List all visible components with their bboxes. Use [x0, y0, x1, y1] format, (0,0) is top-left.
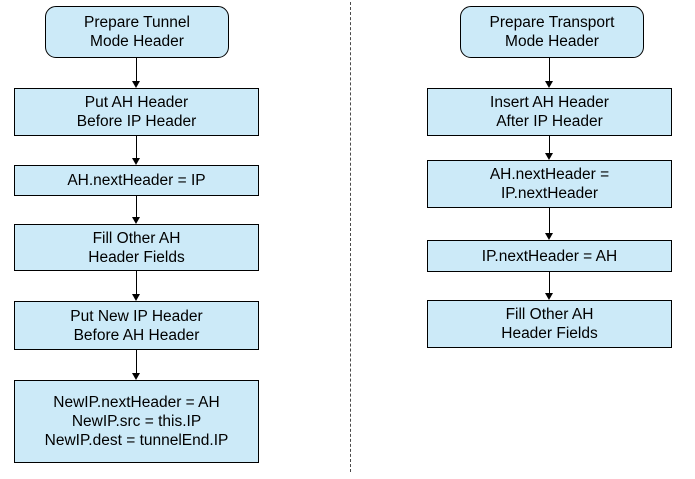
node-text-line: Put New IP Header: [70, 307, 203, 325]
set-new-ip-fields[interactable]: NewIP.nextHeader = AH NewIP.src = this.IP…: [14, 380, 259, 463]
fill-other-ah-header-fields[interactable]: Fill Other AH Header Fields: [427, 300, 672, 348]
arrow-tunnel-step-2-to-step-3-arrowhead: [132, 217, 141, 224]
node-text-line: IP.nextHeader: [500, 185, 599, 202]
node-text-line: Before AH Header: [73, 326, 200, 344]
node-text-line: Put AH Header: [84, 94, 189, 111]
node-text-line: Insert AH Header: [490, 94, 609, 111]
arrow-transport-start-to-step-1: [549, 58, 550, 82]
arrow-tunnel-step-1-to-step-2: [136, 136, 137, 159]
ip-nextheader-equals-ah[interactable]: IP.nextHeader = AH: [427, 240, 672, 272]
node-text-line: AH.nextHeader =: [489, 166, 610, 183]
ah-nextheader-equals-ip-nextheader[interactable]: AH.nextHeader = IP.nextHeader: [427, 160, 672, 208]
arrow-transport-step-3-to-step-4: [549, 272, 550, 294]
arrow-tunnel-step-4-to-step-5-arrowhead: [132, 373, 141, 380]
node-text-line: IP.nextHeader = AH: [481, 247, 618, 265]
arrow-transport-step-2-to-step-3: [549, 208, 550, 234]
arrow-tunnel-start-to-step-1: [136, 58, 137, 82]
node-text-line: Mode Header: [505, 33, 599, 50]
arrow-tunnel-step-2-to-step-3: [136, 196, 137, 218]
arrow-tunnel-step-3-to-step-4: [136, 271, 137, 295]
arrow-tunnel-step-4-to-step-5: [136, 350, 137, 374]
node-text-line: Header Fields: [501, 325, 598, 342]
node-text-line: Mode Header: [90, 33, 184, 50]
node-text-line: After IP Header: [496, 113, 603, 130]
arrow-transport-step-1-to-step-2-arrowhead: [545, 153, 554, 160]
node-text-line: Prepare Transport: [489, 14, 615, 31]
arrow-tunnel-step-3-to-step-4-arrowhead: [132, 294, 141, 301]
arrow-transport-step-2-to-step-3-arrowhead: [545, 233, 554, 240]
ah-nextheader-equals-ip[interactable]: AH.nextHeader = IP: [14, 165, 259, 196]
node-text-line: NewIP.src = this.IP: [71, 413, 202, 430]
arrow-tunnel-step-1-to-step-2-arrowhead: [132, 158, 141, 165]
node-text-line: NewIP.nextHeader = AH: [53, 394, 220, 411]
arrow-transport-start-to-step-1-arrowhead: [545, 81, 554, 88]
vertical-dashed-divider: [350, 2, 351, 472]
arrow-transport-step-3-to-step-4-arrowhead: [545, 293, 554, 300]
node-text-line: Before IP Header: [76, 113, 197, 130]
node-text-line: Fill Other AH: [505, 306, 594, 323]
node-text-line: NewIP.dest = tunnelEnd.IP: [44, 432, 229, 449]
node-text-line: Fill Other AH: [92, 229, 181, 247]
node-text-line: AH.nextHeader = IP: [67, 172, 206, 189]
arrow-transport-step-1-to-step-2: [549, 136, 550, 154]
node-text-line: Prepare Tunnel: [84, 14, 190, 31]
arrow-tunnel-start-to-step-1-arrowhead: [132, 81, 141, 88]
node-text-line: Header Fields: [88, 248, 185, 266]
